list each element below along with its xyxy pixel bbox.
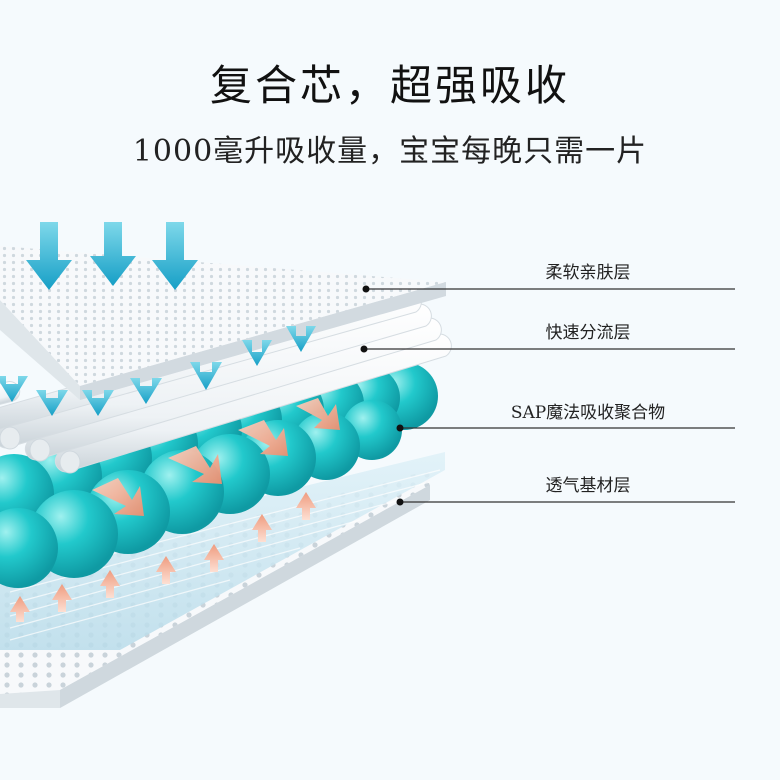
- layer-label-sap: SAP魔法吸收聚合物: [510, 403, 666, 423]
- down-arrow-icon: [26, 222, 198, 290]
- flow-arrow-icon: [92, 398, 340, 516]
- layer-label-breathable-base: 透气基材层: [545, 476, 631, 496]
- down-arrow-icon: [0, 326, 316, 416]
- headline: 复合芯，超强吸收: [209, 61, 570, 110]
- layer-label-soft-skin: 柔软亲肤层: [545, 263, 631, 283]
- up-arrow-icon: [10, 492, 316, 622]
- subheadline: 1000毫升吸收量，宝宝每晚只需一片: [132, 134, 648, 169]
- layer-label-distribution: 快速分流层: [545, 323, 631, 343]
- leader-lines: [360, 285, 735, 506]
